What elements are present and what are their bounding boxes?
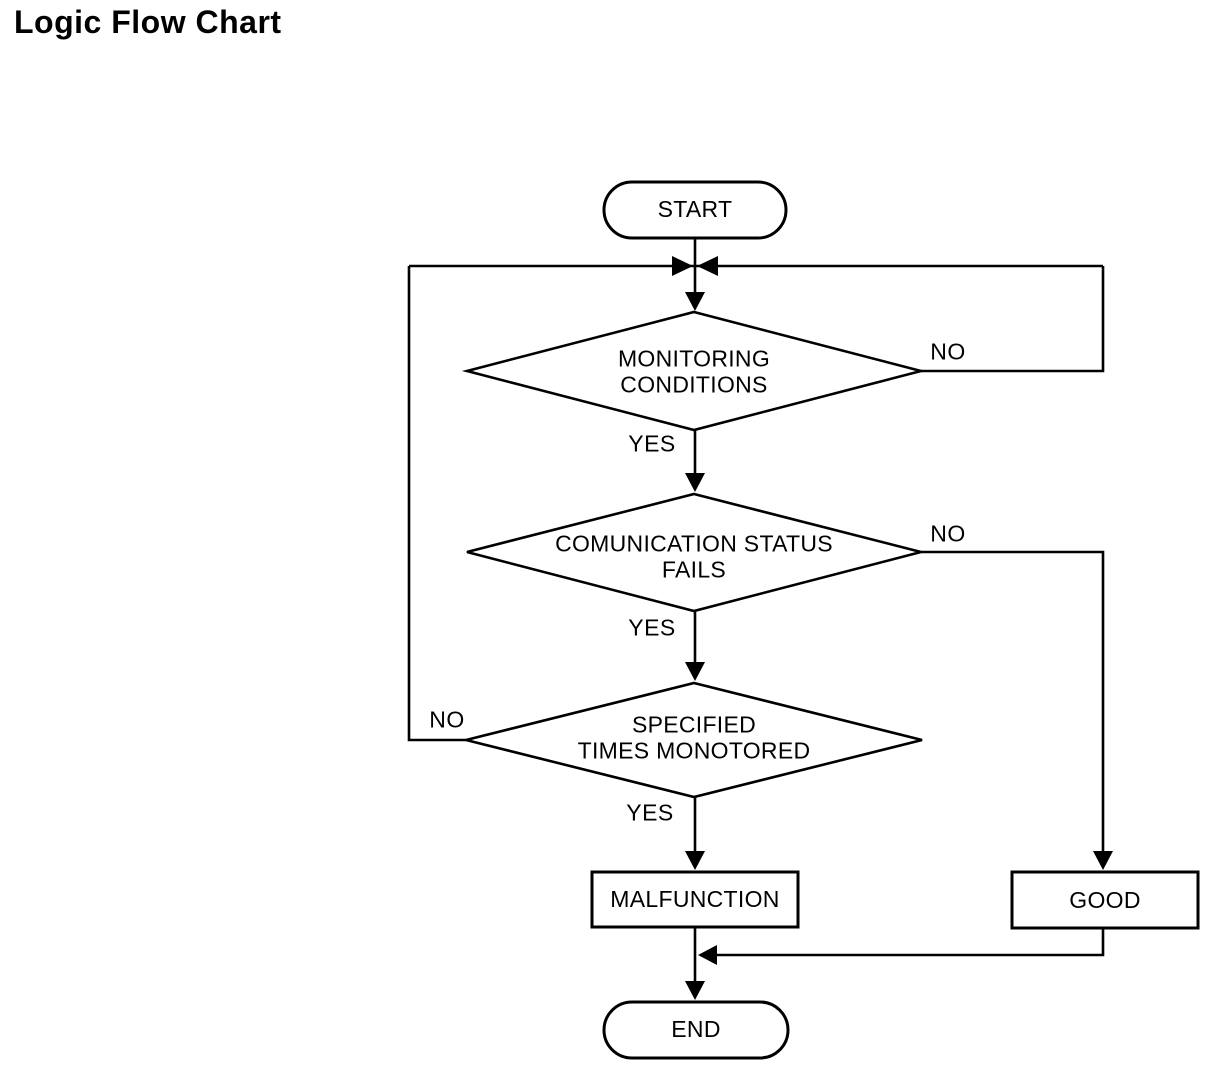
end-terminal-label: END [671,1016,721,1043]
edge-good-to-end [714,928,1105,957]
decision3-label: SPECIFIED TIMES MONOTORED [577,711,811,763]
arrowhead-loop-left-into-junction [672,256,693,276]
good-box-shape [1010,870,1200,930]
edge-decision2-no [921,550,1105,854]
decision3-no-label: NO [429,706,465,733]
arrowhead-into-decision1 [685,292,705,311]
edge-decision1-no [921,266,1105,373]
decision2-yes-label: YES [628,614,676,641]
decision1-yes-label: YES [628,430,676,457]
good-box-label: GOOD [1069,887,1141,914]
end-terminal-shape [602,1000,790,1060]
start-terminal-label: START [657,196,733,223]
decision1-no-label: NO [930,338,966,365]
arrowhead-into-end [685,981,705,1000]
decision2-no-label: NO [930,520,966,547]
decision3-yes-label: YES [626,799,674,826]
arrowhead-into-malfunction [685,851,705,870]
decision1-label: MONITORING CONDITIONS [617,345,771,397]
arrowhead-loop-right-into-junction [697,256,718,276]
arrowhead-into-good [1093,851,1113,870]
arrowhead-good-into-end-line [698,945,717,965]
edge-loop-left [407,266,466,742]
page-title: Logic Flow Chart [14,4,282,40]
malfunction-box-label: MALFUNCTION [610,886,780,913]
arrowhead-into-decision2 [685,473,705,492]
decision2-label: COMUNICATION STATUS FAILS [555,530,833,582]
arrowhead-into-decision3 [685,662,705,681]
